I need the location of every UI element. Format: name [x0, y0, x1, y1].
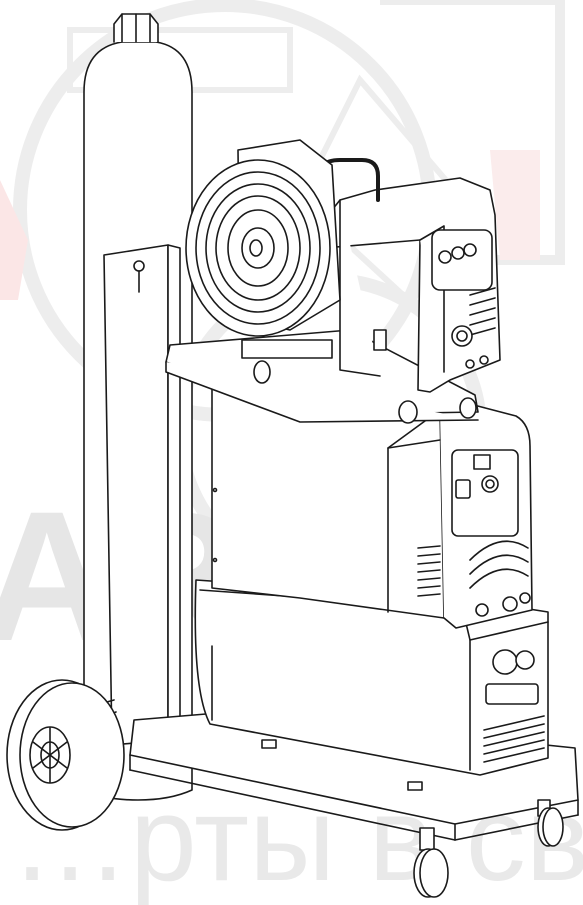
caster-wheel-rear	[537, 799, 564, 847]
watermark-red-accent-2	[490, 150, 540, 260]
wire-feeder	[299, 158, 501, 393]
caster-wheel-front	[413, 827, 449, 898]
cooling-unit	[194, 579, 549, 776]
large-wheel	[6, 679, 125, 831]
power-source-vents	[417, 540, 529, 597]
watermark-red-accent	[0, 180, 28, 300]
wire-spool	[185, 139, 341, 337]
wire-feeder-vents	[469, 287, 496, 336]
cooling-vent-grille	[483, 715, 545, 763]
feeder-wheels	[253, 360, 477, 424]
power-source	[211, 379, 533, 629]
